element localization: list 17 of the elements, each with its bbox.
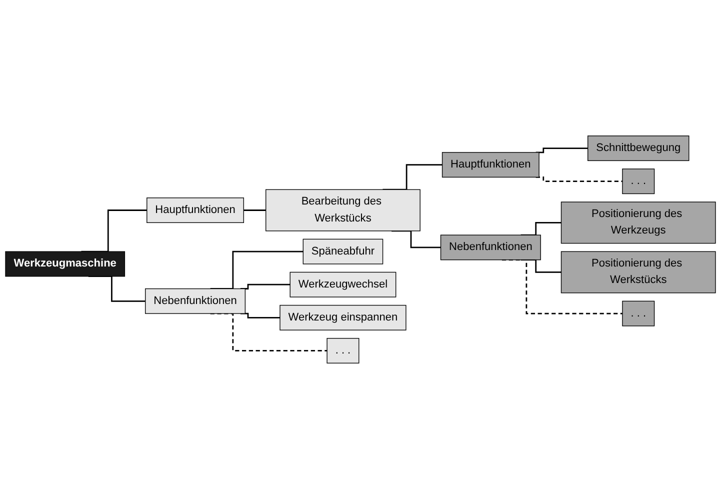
node-box: Nebenfunktionen	[440, 234, 541, 260]
node-box: . . .	[326, 338, 360, 364]
node-box: Schnittbewegung	[588, 136, 690, 162]
node-box: Werkzeugwechsel	[290, 272, 396, 298]
node-box: Positionierung des Werkzeugs	[560, 202, 716, 244]
node-box: Späneabfuhr	[302, 238, 384, 264]
node-box: Hauptfunktionen	[146, 198, 244, 223]
node-box: Werkzeugmaschine	[5, 251, 126, 277]
node-box: . . .	[622, 168, 655, 194]
node-box: Positionierung des Werkstücks	[560, 251, 716, 294]
node-box: Nebenfunktionen	[145, 288, 246, 314]
node-box: Hauptfunktionen	[442, 152, 540, 178]
connector	[244, 210, 266, 211]
node-box: . . .	[622, 300, 655, 326]
node-box: Werkzeug einspannen	[280, 304, 406, 330]
node-box: Bearbeitung des Werkstücks	[266, 189, 420, 232]
connector	[536, 148, 588, 154]
